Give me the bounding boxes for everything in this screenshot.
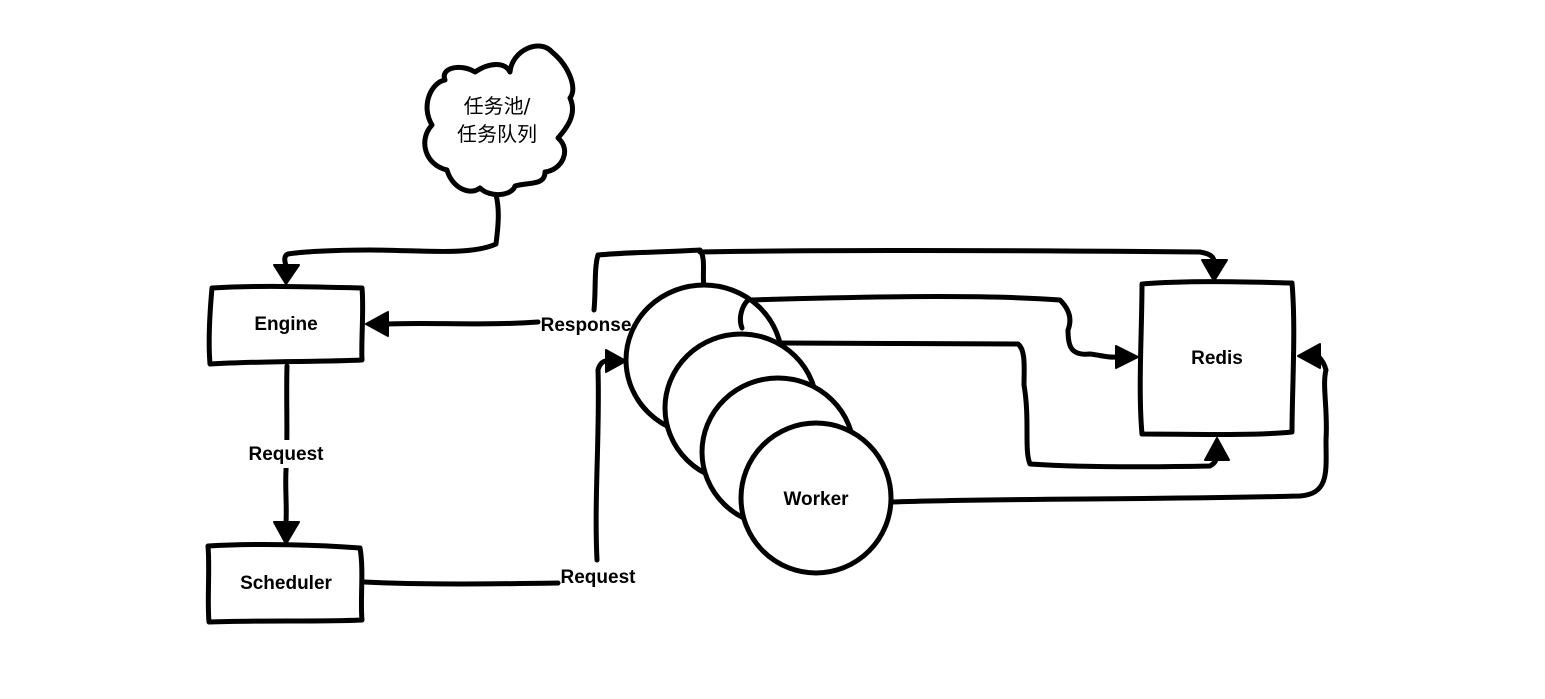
scheduler-box — [205, 542, 365, 625]
worker-circle-front — [738, 420, 894, 576]
cloud-to-engine-connector — [282, 192, 501, 269]
cloud-label-line2: 任务队列 — [457, 122, 537, 146]
redis-bottom-arrowhead — [1204, 437, 1230, 461]
worker-to-engine-arrowhead — [365, 311, 389, 337]
worker-to-engine-label: Response — [541, 315, 632, 336]
worker-to-redis-connector-3 — [889, 353, 1329, 505]
scheduler-label: Scheduler — [240, 573, 332, 594]
worker-to-redis-top-connector-2 — [697, 248, 1217, 265]
redis-top-arrowhead — [1201, 259, 1228, 282]
engine-label: Engine — [254, 314, 317, 335]
engine-box — [206, 283, 366, 367]
task-pool-cloud: 任务池/ 任务队列 — [422, 43, 576, 197]
redis-left-arrowhead — [1115, 345, 1139, 369]
worker-to-redis-connector-1 — [737, 294, 1119, 360]
scheduler-node: Scheduler — [205, 542, 365, 625]
redis-box — [1137, 279, 1297, 437]
request-label-bg-1 — [244, 440, 328, 468]
worker-label: Worker — [783, 489, 849, 510]
scheduler-to-worker-label: Request — [561, 567, 637, 588]
redis-right-arrowhead — [1297, 343, 1321, 369]
redis-node: Redis — [1137, 279, 1297, 437]
cloud-label-line1: 任务池/ — [464, 94, 531, 118]
cloud-shape — [422, 43, 576, 197]
worker-to-redis-top-connector — [591, 247, 707, 313]
engine-to-scheduler-label: Request — [249, 444, 325, 465]
engine-node: Engine — [206, 283, 366, 367]
redis-label: Redis — [1191, 348, 1243, 369]
request-to-worker-vertical — [593, 358, 613, 563]
engine-to-scheduler-arrowhead — [273, 521, 300, 545]
worker-to-redis-connector-2 — [779, 340, 1220, 470]
worker-to-engine-connector — [385, 319, 541, 327]
request-to-worker-arrowhead — [605, 349, 627, 373]
cloud-to-engine-arrowhead — [273, 264, 300, 285]
scheduler-to-worker-connector — [361, 579, 561, 587]
